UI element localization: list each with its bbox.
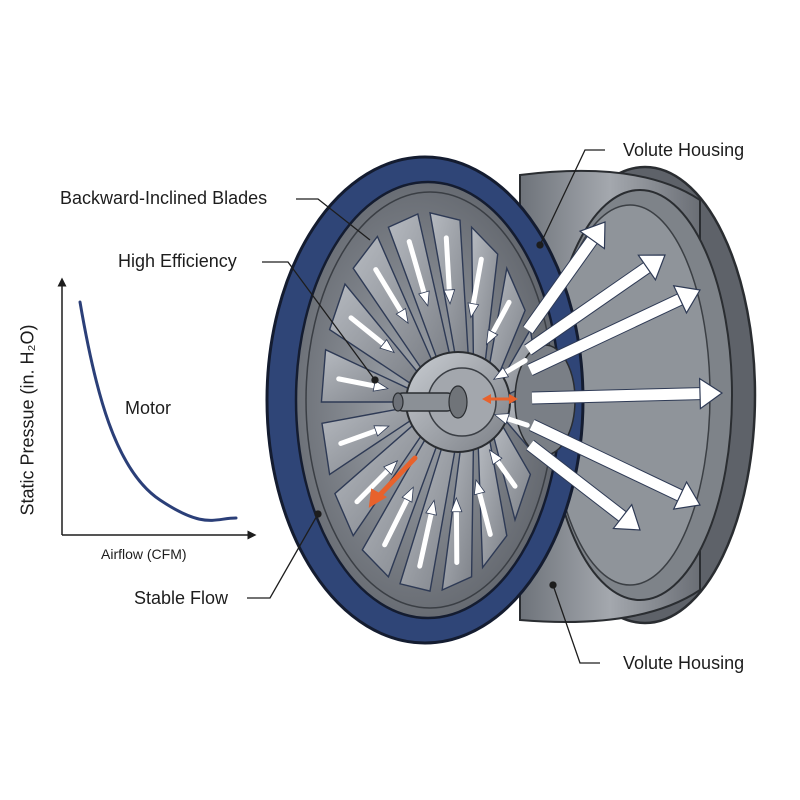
inflow-arrow [373, 267, 407, 319]
inflow-arrow-head [488, 449, 503, 466]
inflow-arrow-head [425, 499, 437, 516]
inflow-arrow-head [485, 329, 499, 346]
label-volute-housing-top: Volute Housing [623, 140, 745, 160]
inflow-arrow-head [443, 289, 456, 305]
inflow-arrow [469, 256, 484, 313]
inflow-arrow-head [372, 379, 389, 392]
outflow-arrow [529, 420, 683, 501]
airflow-arrows-inflow [336, 235, 530, 569]
inflow-arrow-head [450, 496, 463, 513]
inflow-arrow [475, 485, 493, 537]
outflow-arrow-head [612, 503, 641, 531]
label-backward-inclined-blades: Backward-Inclined Blades [60, 188, 268, 208]
inflow-arrow [336, 376, 383, 390]
inflow-arrow [443, 235, 453, 299]
outflow-arrow [523, 236, 597, 334]
inflow-arrow-head [473, 478, 486, 496]
airflow-arrows-outflow [522, 221, 724, 531]
inflow-arrow [487, 299, 512, 340]
inflow-arrow [382, 491, 413, 548]
label-motor: Motor [125, 398, 172, 418]
outflow-arrow [527, 294, 683, 375]
leader-volute-top [539, 149, 605, 246]
chart-y-label-text: Static Pressue (in. H₂O) [17, 324, 38, 516]
rotation-accent-arrows [368, 394, 518, 508]
inflow-arrow [338, 426, 384, 446]
label-high-efficiency: High Efficiency [118, 251, 237, 271]
inflow-arrow-head [373, 425, 390, 437]
outflow-arrow-head [637, 254, 666, 282]
leader-high-efficiency [262, 261, 376, 381]
inflow-arrow [354, 464, 395, 505]
inflow-arrow-head [467, 302, 480, 319]
outflow-arrow-head [672, 285, 701, 315]
chart-x-label: Airflow (CFM) [101, 546, 187, 562]
leader-stable-flow [247, 513, 319, 599]
inflow-arrow-head [379, 338, 396, 354]
inflow-arrow-head [383, 460, 399, 476]
inflow-arrow-head [395, 307, 409, 325]
outflow-arrow-head [578, 221, 606, 250]
label-volute-housing-bottom: Volute Housing [623, 653, 745, 673]
leader-volute-bottom [552, 584, 600, 664]
fan-curve [78, 300, 238, 522]
inflow-arrow-head [418, 290, 430, 307]
outflow-arrow [526, 440, 626, 521]
label-stable-flow: Stable Flow [134, 588, 229, 608]
inflow-arrow-head [493, 413, 510, 425]
inflow-arrow-head [401, 486, 414, 503]
outflow-arrow [524, 263, 651, 355]
inflow-arrow [406, 239, 429, 301]
inset-performance-chart [57, 277, 257, 540]
leader-lines [247, 149, 605, 664]
outflow-arrow-head [698, 377, 724, 410]
inflow-arrow-head [492, 366, 510, 380]
shaft [394, 392, 456, 412]
outflow-arrow-head [672, 480, 701, 510]
leader-backward-blades [296, 198, 371, 241]
inflow-arrow [348, 315, 391, 351]
inflow-arrow [417, 505, 435, 569]
outflow-arrow [531, 388, 701, 404]
